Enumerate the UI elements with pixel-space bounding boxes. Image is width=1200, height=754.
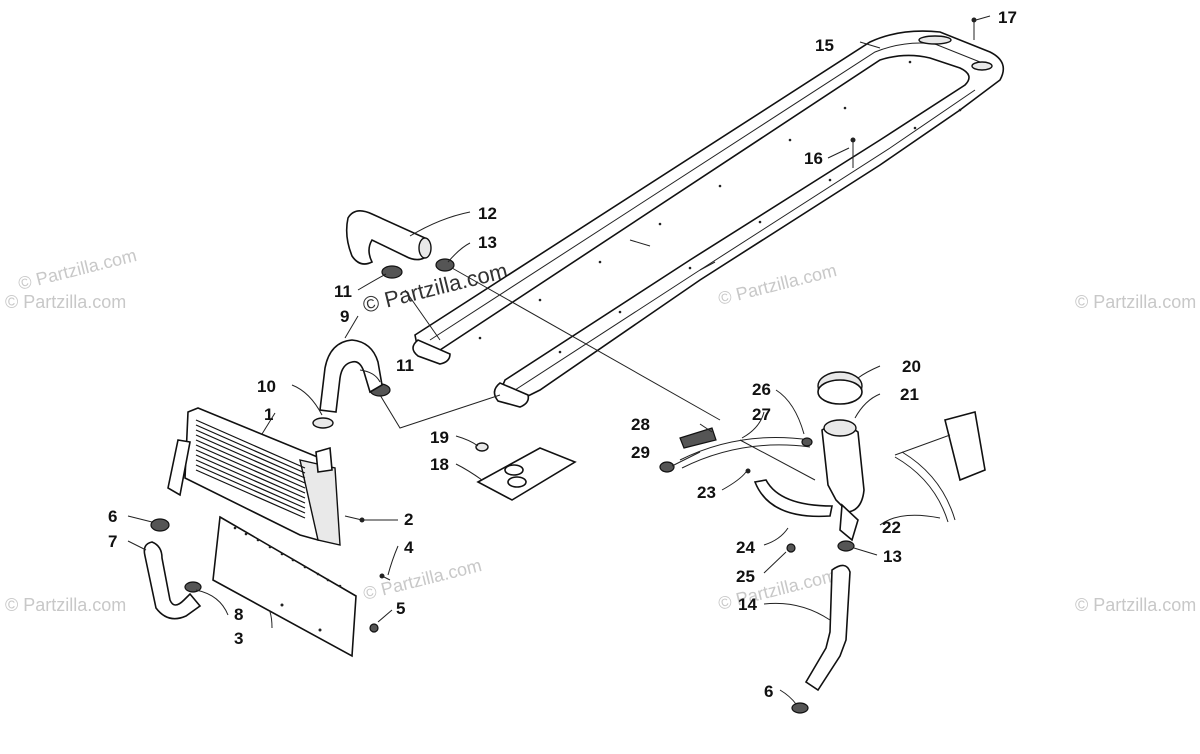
plate-part-18 [476, 447, 577, 501]
watermark: © Partzilla.com [5, 595, 126, 615]
screw-part-23 [745, 468, 751, 474]
callout-28: 28 [631, 415, 650, 434]
callout-10: 10 [257, 377, 276, 396]
callout-13: 13 [478, 233, 497, 252]
callout-22: 22 [882, 518, 901, 537]
cap-part-20 [817, 371, 863, 405]
callout-27: 27 [752, 405, 771, 424]
strap-part-24 [753, 479, 833, 518]
callout-labels: 1 2 3 4 5 6 6 7 8 9 10 11 11 12 13 13 14… [108, 8, 1017, 701]
callout-21: 21 [900, 385, 919, 404]
screw-part-5 [369, 623, 379, 633]
callout-2: 2 [404, 510, 413, 529]
callout-24: 24 [736, 538, 755, 557]
shield-plate-part-3 [212, 515, 357, 658]
callout-23: 23 [697, 483, 716, 502]
hose-part-22 [894, 451, 956, 523]
hose-part-7 [143, 541, 202, 620]
watermark: © Partzilla.com [16, 245, 139, 294]
clamp-part-8 [184, 581, 202, 593]
clamp-part-6-lower [791, 702, 809, 714]
callout-1: 1 [264, 405, 273, 424]
callout-14: 14 [738, 595, 757, 614]
callout-6: 6 [764, 682, 773, 701]
callout-5: 5 [396, 599, 405, 618]
hose-part-9 [319, 339, 383, 413]
nut-part-25 [786, 543, 796, 553]
callout-12: 12 [478, 204, 497, 223]
callout-20: 20 [902, 357, 921, 376]
spring-part-28 [679, 427, 717, 449]
callout-13: 13 [883, 547, 902, 566]
cap-part-19 [475, 442, 489, 452]
callout-4: 4 [404, 538, 414, 557]
watermark: © Partzilla.com [361, 555, 484, 604]
callout-18: 18 [430, 455, 449, 474]
clamp-part-11-top [381, 265, 403, 279]
callout-3: 3 [234, 629, 243, 648]
clamp-part-6-left [150, 518, 170, 532]
hose-part-27 [679, 437, 811, 469]
watermarks: © Partzilla.com © Partzilla.com © Partzi… [5, 245, 1196, 615]
callout-17: 17 [998, 8, 1017, 27]
screw-part-2 [344, 515, 365, 523]
callout-15: 15 [815, 36, 834, 55]
clamp-part-10 [312, 417, 334, 429]
clamp-part-13-top [435, 258, 455, 272]
callout-25: 25 [736, 567, 755, 586]
callout-7: 7 [108, 532, 117, 551]
leader-lines [127, 15, 991, 705]
clamp-part-29 [659, 461, 675, 473]
callout-8: 8 [234, 605, 243, 624]
callout-19: 19 [430, 428, 449, 447]
bolt-part-17 [971, 17, 977, 40]
bolt-part-16 [850, 137, 856, 168]
callout-11: 11 [334, 282, 352, 301]
screw-part-4 [379, 573, 391, 581]
hose-part-12 [345, 210, 432, 265]
callout-11: 11 [396, 356, 414, 375]
watermark: © Partzilla.com [5, 292, 126, 312]
clamp-part-26 [801, 437, 813, 447]
bracket [944, 411, 986, 482]
watermark: © Partzilla.com [716, 260, 839, 309]
clamp-part-13-lower [837, 540, 855, 552]
cooler-rail-part-15 [412, 30, 1005, 408]
heat-exchanger-part-1 [167, 407, 341, 546]
callout-29: 29 [631, 443, 650, 462]
watermark: © Partzilla.com [1075, 292, 1196, 312]
reservoir-part-21 [821, 419, 865, 542]
watermark: © Partzilla.com [1075, 595, 1196, 615]
callout-16: 16 [804, 149, 823, 168]
callout-26: 26 [752, 380, 771, 399]
hose-part-14 [804, 564, 851, 692]
callout-9: 9 [340, 307, 349, 326]
watermark: © Partzilla.com [716, 565, 839, 614]
callout-6: 6 [108, 507, 117, 526]
